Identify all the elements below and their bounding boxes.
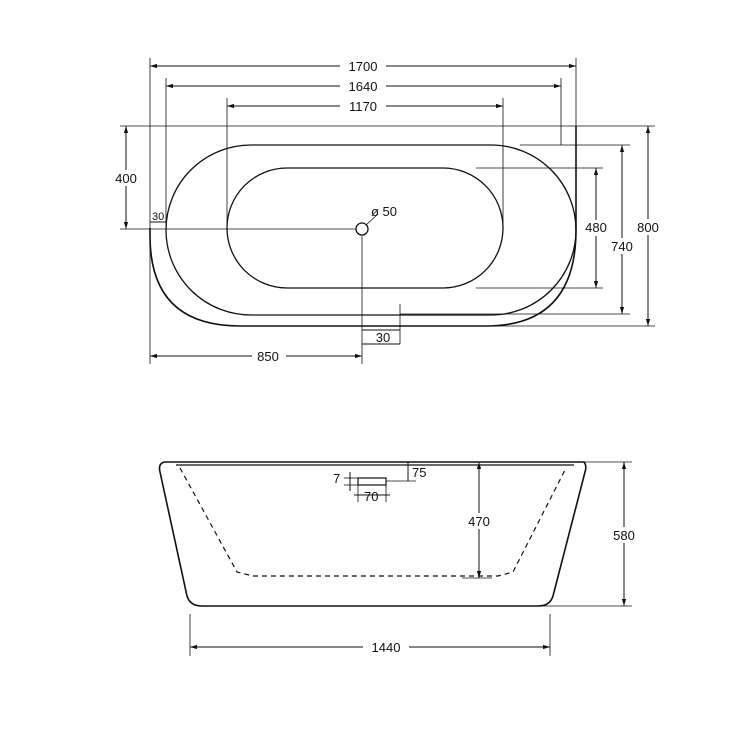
dim-30-left-label: 30	[152, 211, 164, 223]
dim-400-label: 400	[115, 171, 137, 186]
dim-850-label: 850	[257, 349, 279, 364]
tub-rim-outline	[165, 144, 577, 316]
dim-7-label: 7	[333, 471, 340, 486]
overflow-icon	[357, 477, 387, 486]
dim-75-label: 75	[412, 465, 426, 480]
drain-diameter-label: ø 50	[371, 204, 397, 219]
dim-480-label: 480	[585, 220, 607, 235]
drain-icon	[355, 222, 369, 236]
dim-1440-label: 1440	[372, 640, 401, 655]
basin-hidden-line	[179, 467, 567, 577]
drain-leader	[365, 213, 379, 226]
tub-side-outline	[158, 461, 587, 607]
dim-740-label: 740	[611, 239, 633, 254]
dim-1170-label: 1170	[349, 99, 377, 114]
dim-470-label: 470	[468, 514, 490, 529]
top-view: ø 50 1700 1640 1170 400 30	[112, 58, 662, 364]
dim-70-label: 70	[364, 489, 378, 504]
side-view: 7 75 70 470 580 1440	[158, 461, 640, 656]
tub-outer-outline	[149, 126, 577, 327]
dim-30-drain-label: 30	[376, 330, 390, 345]
dim-580-label: 580	[613, 528, 635, 543]
dim-1700-label: 1700	[349, 59, 378, 74]
dim-800-label: 800	[637, 220, 659, 235]
dim-1640-label: 1640	[349, 79, 378, 94]
